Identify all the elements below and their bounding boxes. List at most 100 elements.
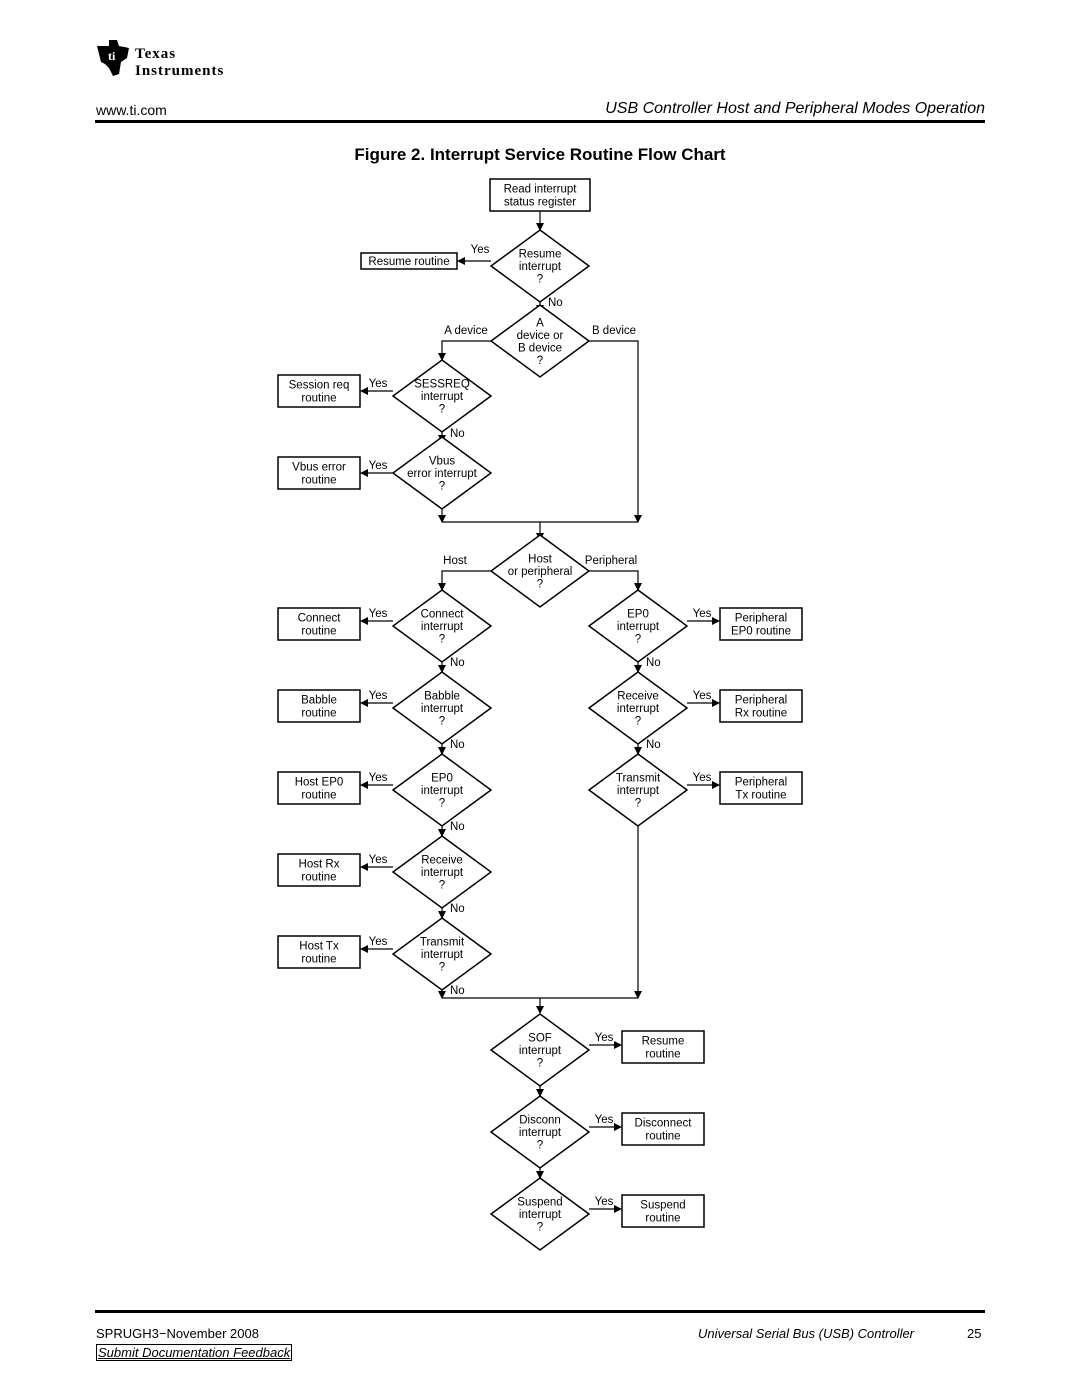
no-label: No: [450, 903, 465, 915]
box-text: Session req: [289, 380, 350, 392]
decision-text: ?: [635, 634, 641, 646]
decision-text: interrupt: [421, 785, 464, 797]
decision-text: interrupt: [617, 703, 660, 715]
yes-label: Yes: [693, 608, 712, 620]
yes-label: Yes: [369, 936, 388, 948]
decision-text: Connect: [421, 609, 465, 621]
logo-word-bottom: Instruments: [135, 63, 225, 79]
yes-label: Yes: [369, 608, 388, 620]
footer-rule: [95, 1310, 985, 1313]
submit-feedback-link[interactable]: Submit Documentation Feedback: [96, 1344, 293, 1361]
decision-text: EP0: [431, 773, 453, 785]
no-label: No: [450, 657, 465, 669]
decision-text: interrupt: [421, 391, 464, 403]
decision-text: B device: [518, 342, 562, 354]
decision-text: Host: [528, 554, 552, 566]
box-text: routine: [645, 1213, 680, 1225]
box-text: routine: [645, 1049, 680, 1061]
decision-text: Babble: [424, 691, 460, 703]
box-text: Peripheral: [735, 613, 787, 625]
box-text: Host EP0: [295, 777, 344, 789]
decision-text: ?: [537, 579, 543, 591]
header-url[interactable]: www.ti.com: [96, 102, 167, 118]
box-text: Rx routine: [735, 708, 787, 720]
decision-text: or peripheral: [508, 566, 573, 578]
decision-text: interrupt: [519, 1045, 562, 1057]
decision-text: Transmit: [616, 773, 661, 785]
a-device-label: A device: [444, 325, 487, 337]
yes-label: Yes: [369, 772, 388, 784]
connector: [438, 340, 491, 361]
yes-label: Yes: [369, 854, 388, 866]
yes-label: Yes: [369, 378, 388, 390]
yes-label: Yes: [693, 772, 712, 784]
ti-logo: ti Texas Instruments: [95, 38, 270, 82]
box-text: Resume: [642, 1036, 685, 1048]
header-section-title: USB Controller Host and Peripheral Modes…: [605, 100, 985, 117]
decision-text: ?: [439, 962, 445, 974]
box-text: routine: [645, 1131, 680, 1143]
footer-page-number: 25: [967, 1326, 982, 1341]
svg-text:ti: ti: [108, 49, 116, 63]
decision-text: SESSREQ: [414, 379, 470, 391]
box-text: Disconnect: [635, 1118, 693, 1130]
no-label: No: [646, 739, 661, 751]
no-label: No: [450, 985, 465, 997]
box-text: Connect: [298, 613, 342, 625]
box-text: Vbus error: [292, 462, 346, 474]
no-label: No: [450, 739, 465, 751]
decision-text: interrupt: [421, 621, 464, 633]
decision-text: ?: [439, 634, 445, 646]
box-text: Peripheral: [735, 777, 787, 789]
decision-text: interrupt: [421, 949, 464, 961]
box-text: Resume routine: [368, 256, 449, 268]
connector: [438, 570, 491, 591]
no-label: No: [548, 297, 563, 309]
yes-label: Yes: [595, 1032, 614, 1044]
decision-text: ?: [439, 798, 445, 810]
yes-label: Yes: [595, 1114, 614, 1126]
decision-text: interrupt: [421, 703, 464, 715]
decision-text: Receive: [617, 691, 659, 703]
decision-text: interrupt: [519, 1209, 562, 1221]
box-text: Read interrupt: [504, 184, 578, 196]
box-text: routine: [301, 475, 336, 487]
box-text: routine: [301, 708, 336, 720]
box-text: routine: [301, 626, 336, 638]
decision-text: interrupt: [421, 867, 464, 879]
header-rule: [95, 120, 985, 123]
host-label: Host: [443, 555, 467, 567]
no-label: No: [450, 428, 465, 440]
footer-doc-id: SPRUGH3−November 2008: [96, 1326, 259, 1341]
box-text: routine: [301, 790, 336, 802]
box-text: routine: [301, 872, 336, 884]
figure-title: Figure 2. Interrupt Service Routine Flow…: [354, 145, 726, 164]
ti-logo-icon: ti: [97, 40, 129, 76]
decision-text: Transmit: [420, 937, 465, 949]
decision-text: interrupt: [617, 621, 660, 633]
yes-label: Yes: [693, 690, 712, 702]
decision-text: ?: [439, 716, 445, 728]
box-text: Suspend: [640, 1200, 685, 1212]
